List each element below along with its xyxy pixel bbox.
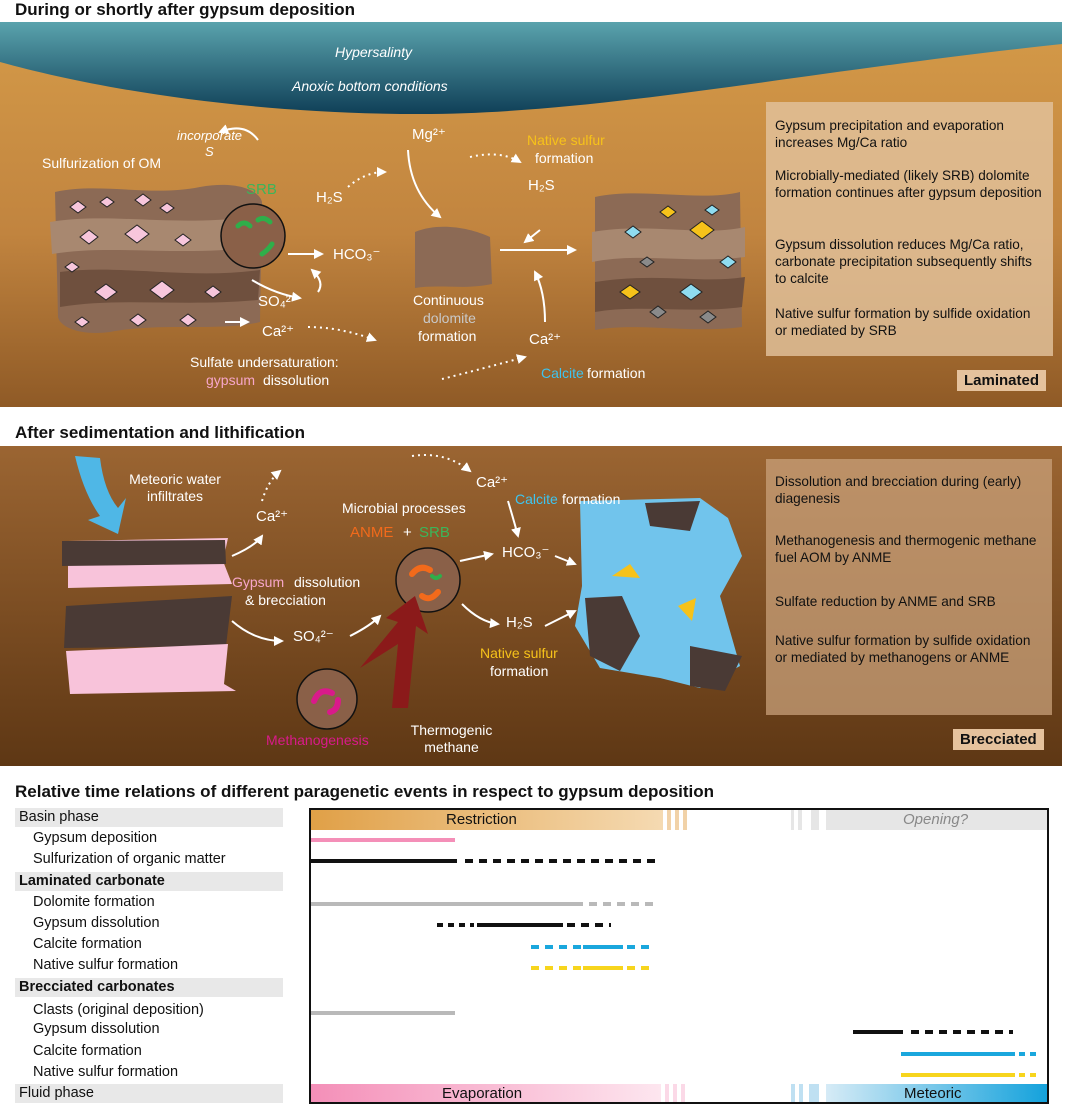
meteoric-bar [826, 1084, 1047, 1102]
middle-info-3: Sulfate reduction by ANME and SRB [775, 594, 996, 609]
h2s-label-left: H₂S [316, 189, 343, 206]
mg-label: Mg²⁺ [412, 126, 446, 143]
continuous-label: Continuous [413, 292, 484, 308]
incorporate-label: incorporate [177, 128, 243, 143]
brecciation-label: & brecciation [245, 592, 326, 608]
row-native-sulfur-brec: Native sulfur formation [33, 1064, 179, 1080]
so4-label: SO₄²⁻ [258, 293, 299, 310]
dissolution-label-mid: dissolution [294, 574, 361, 590]
opening-label: Opening? [903, 811, 969, 828]
gypsum-label-mid: Gypsum [232, 574, 285, 590]
so4-label-mid: SO₄²⁻ [293, 628, 334, 645]
dolomite-label: dolomite [423, 310, 476, 326]
srb-label-mid: SRB [419, 524, 450, 541]
anme-srb-cell [395, 547, 461, 613]
laminated-tag: Laminated [957, 370, 1047, 391]
methanogenesis-label: Methanogenesis [266, 732, 369, 748]
srb-cell [220, 203, 286, 269]
thermogenic-text: Thermogenic methane [410, 722, 493, 755]
restriction-label: Restriction [446, 811, 517, 828]
row-gypsum-dissolution-lam: Gypsum dissolution [33, 915, 160, 931]
row-native-sulfur-lam: Native sulfur formation [33, 957, 179, 973]
h2s-label-mid: H₂S [506, 614, 533, 631]
top-info-box: Gypsum precipitation and evaporation inc… [766, 102, 1053, 356]
anoxic-label: Anoxic bottom conditions [292, 78, 448, 94]
middle-info-1: Dissolution and brecciation during (earl… [775, 474, 1022, 506]
middle-info-4: Native sulfur formation by sulfide oxida… [775, 633, 1031, 665]
timeline-graphic [311, 810, 1047, 1102]
h2s-label-right: H₂S [528, 177, 555, 194]
calcite-formation-label-mid: formation [562, 491, 621, 507]
top-info-3: Gypsum dissolution reduces Mg/Ca ratio, … [775, 237, 1032, 286]
evaporation-bar [311, 1084, 661, 1102]
row-basin-phase: Basin phase [15, 808, 283, 827]
hypersaline-water [0, 22, 1062, 114]
native-sulfur-label-top: Native sulfur [527, 132, 605, 148]
middle-info-2: Methanogenesis and thermogenic methane f… [775, 533, 1037, 565]
native-sulfur-label-mid: Native sulfur [480, 645, 558, 661]
anme-label: ANME [350, 524, 394, 541]
methanogen-cell [296, 668, 358, 730]
dolomite-formation-label: formation [418, 328, 477, 344]
sulfur-formation-label-top: formation [535, 150, 594, 166]
meteoric-arrow [75, 456, 126, 534]
hypersalinity-label: Hypersalinty [335, 44, 413, 60]
undersaturation-label: Sulfate undersaturation: [190, 354, 339, 370]
row-fluid-phase: Fluid phase [15, 1084, 283, 1103]
restriction-bar [311, 810, 663, 830]
top-section-title: During or shortly after gypsum depositio… [15, 0, 356, 19]
dolomite-block [415, 226, 492, 288]
ca-label-left: Ca²⁺ [262, 323, 295, 340]
calcite-label-top: Calcite [541, 365, 584, 381]
row-laminated-carbonate: Laminated carbonate [15, 872, 283, 891]
calcite-formation-label-top: formation [587, 365, 646, 381]
row-sulfurization: Sulfurization of organic matter [33, 851, 226, 867]
laminated-sediment-right [592, 192, 745, 330]
sulfurization-label: Sulfurization of OM [42, 155, 162, 171]
ca-label-mid-right: Ca²⁺ [476, 474, 509, 491]
hco3-label-mid: HCO₃⁻ [502, 544, 550, 561]
meteoric-bar-label: Meteoric [904, 1085, 962, 1102]
microbial-label: Microbial processes [342, 500, 466, 516]
calcite-label-mid: Calcite [515, 491, 558, 507]
row-calcite-formation-lam: Calcite formation [33, 936, 142, 952]
gypsum-label: gypsum [206, 372, 256, 388]
middle-section-title: After sedimentation and lithification [15, 423, 305, 442]
s-label: S [205, 144, 214, 159]
row-brecciated-carbonates: Brecciated carbonates [15, 978, 283, 997]
evaporation-label: Evaporation [442, 1085, 523, 1102]
meteoric-label: Meteoric water infiltrates [120, 471, 230, 505]
middle-panel: Meteoric water infiltrates Ca²⁺ Gypsum d… [0, 446, 1062, 766]
sulfur-formation-label-mid: formation [490, 663, 549, 679]
hco3-label: HCO₃⁻ [333, 246, 381, 263]
row-clasts: Clasts (original deposition) [33, 1002, 204, 1018]
meteoric-text: Meteoric water infiltrates [129, 471, 221, 504]
ca-label-right: Ca²⁺ [529, 331, 562, 348]
laminated-sediment-left [50, 184, 262, 333]
srb-label: SRB [246, 181, 277, 198]
row-gypsum-dissolution-brec: Gypsum dissolution [33, 1021, 160, 1037]
opening-bar [826, 810, 1047, 830]
row-dolomite-formation: Dolomite formation [33, 894, 155, 910]
dissolution-label: dissolution [263, 372, 330, 388]
timeline-chart: Restriction Opening? Evaporation Meteori… [309, 808, 1049, 1104]
ca-label-mid-left: Ca²⁺ [256, 508, 289, 525]
top-panel: Hypersalinty Anoxic bottom conditions Su… [0, 22, 1062, 407]
gypsum-block [62, 538, 236, 694]
thermogenic-label: Thermogenic methane [404, 722, 499, 756]
brecciated-carbonate [575, 498, 742, 691]
brecciated-tag: Brecciated [953, 729, 1044, 750]
row-calcite-formation-brec: Calcite formation [33, 1043, 142, 1059]
top-info-1: Gypsum precipitation and evaporation inc… [775, 118, 1004, 150]
thermogenic-arrow [360, 596, 428, 708]
middle-info-box: Dissolution and brecciation during (earl… [766, 459, 1052, 715]
plus-label: + [403, 524, 412, 541]
row-gypsum-deposition: Gypsum deposition [33, 830, 158, 846]
top-info-4: Native sulfur formation by sulfide oxida… [775, 306, 1031, 338]
bottom-section-title: Relative time relations of different par… [15, 782, 715, 801]
top-info-2: Microbially-mediated (likely SRB) dolomi… [775, 168, 1042, 200]
